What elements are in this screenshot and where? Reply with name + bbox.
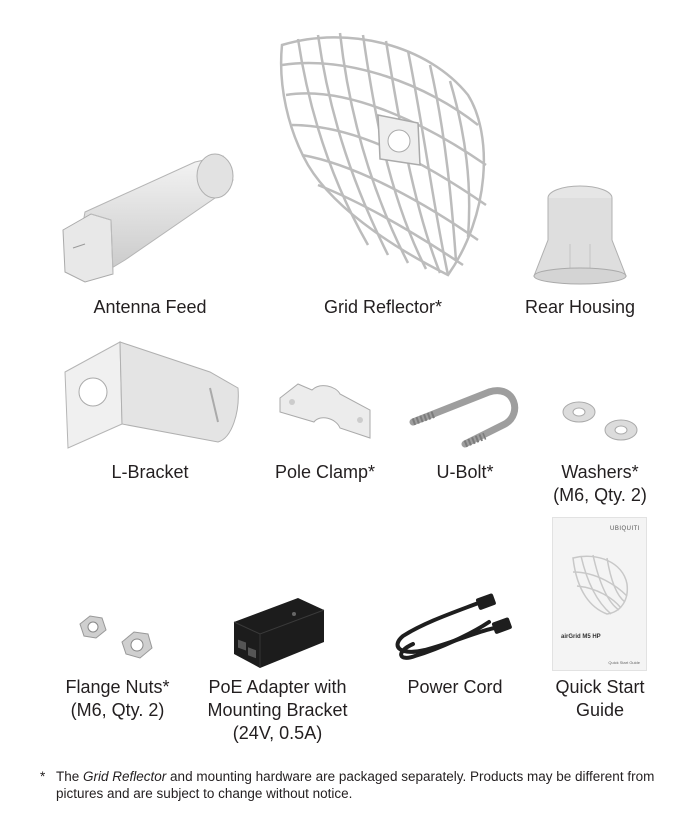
pole-clamp-label: Pole Clamp* — [274, 462, 376, 482]
power-cord-image — [395, 593, 512, 660]
washers-image — [562, 401, 638, 441]
washers-label-line1: Washers* — [561, 462, 639, 482]
flange-nuts-image — [79, 615, 153, 659]
l-bracket-label: L-Bracket — [111, 462, 189, 482]
poe-adapter-label-line3: (24V, 0.5A) — [232, 723, 323, 743]
grid-reflector-image — [279, 32, 487, 277]
u-bolt-label: U-Bolt* — [436, 462, 494, 482]
footnote-text: The Grid Reflector and mounting hardware… — [40, 768, 680, 802]
footnote: * The Grid Reflector and mounting hardwa… — [40, 768, 680, 802]
quick-start-guide-label-line2: Guide — [575, 700, 625, 720]
guide-product-name: airGrid M5 HP — [561, 634, 601, 640]
l-bracket-image — [64, 341, 239, 449]
flange-nuts-label: Flange Nuts* (M6, Qty. 2) — [55, 676, 180, 722]
footnote-emphasis: Grid Reflector — [83, 769, 167, 784]
guide-cover-title: Quick Start Guide — [608, 660, 640, 665]
grid-reflector-label: Grid Reflector* — [323, 297, 443, 317]
quick-start-guide-cover: UBIQUITI airGrid M5 HP Quick Start Guide — [552, 517, 647, 671]
poe-adapter-label: PoE Adapter with Mounting Bracket (24V, … — [195, 676, 360, 745]
poe-adapter-image — [233, 598, 325, 668]
quick-start-guide-label: Quick Start Guide — [540, 676, 660, 722]
footnote-marker: * — [40, 769, 46, 784]
washers-label: Washers* (M6, Qty. 2) — [540, 461, 660, 507]
footnote-text-before: The — [56, 769, 84, 784]
poe-adapter-label-line2: Mounting Bracket — [207, 700, 348, 720]
u-bolt-image — [409, 387, 519, 448]
pole-clamp-image — [279, 383, 371, 439]
washers-label-line2: (M6, Qty. 2) — [553, 485, 647, 505]
power-cord-label: Power Cord — [407, 677, 503, 697]
footnote-text-after: and mounting hardware are packaged separ… — [56, 769, 655, 801]
antenna-feed-image — [62, 153, 234, 283]
guide-cover-reflector-image — [572, 554, 629, 615]
poe-adapter-label-line1: PoE Adapter with — [208, 677, 347, 697]
rear-housing-image — [533, 185, 627, 285]
rear-housing-label: Rear Housing — [524, 297, 636, 317]
guide-brand: UBIQUITI — [609, 526, 640, 532]
flange-nuts-label-line1: Flange Nuts* — [65, 677, 170, 697]
antenna-feed-label: Antenna Feed — [93, 297, 207, 317]
flange-nuts-label-line2: (M6, Qty. 2) — [70, 700, 165, 720]
quick-start-guide-label-line1: Quick Start — [555, 677, 645, 697]
